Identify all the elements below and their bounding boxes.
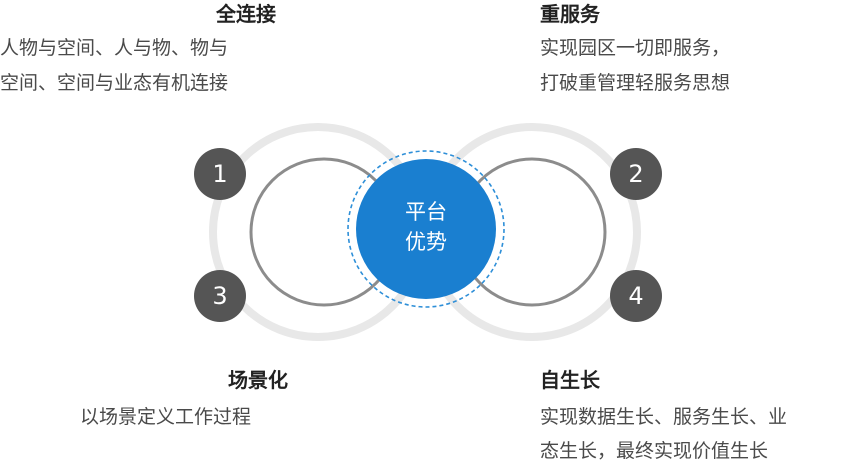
item-4-desc-line1: 实现数据生长、服务生长、业 — [540, 406, 788, 428]
item-2-desc-line1: 实现园区一切即服务， — [540, 37, 731, 59]
item-1-desc-line1: 人物与空间、人与物、物与 — [0, 37, 229, 59]
item-2-title: 重服务 — [540, 2, 600, 26]
center-label-line1: 平台 — [405, 200, 447, 224]
item-4-desc-line2: 态生长，最终实现价值生长 — [540, 440, 769, 462]
item-4-title: 自生长 — [540, 368, 600, 392]
center-circle — [356, 159, 496, 299]
item-2-desc-line2: 打破重管理轻服务思想 — [540, 72, 731, 94]
badge-1: 1 — [194, 148, 246, 200]
badge-4: 4 — [610, 270, 662, 322]
item-1-desc-line2: 空间、空间与业态有机连接 — [0, 72, 229, 94]
item-3-title: 场景化 — [228, 368, 288, 392]
center-label: 平台 优势 — [376, 197, 476, 257]
item-3-desc-line1: 以场景定义工作过程 — [80, 406, 252, 428]
center-label-line2: 优势 — [405, 230, 447, 254]
item-1-title: 全连接 — [216, 2, 276, 26]
badge-2: 2 — [610, 148, 662, 200]
badge-3: 3 — [194, 270, 246, 322]
center-dashed-ring — [347, 150, 505, 308]
